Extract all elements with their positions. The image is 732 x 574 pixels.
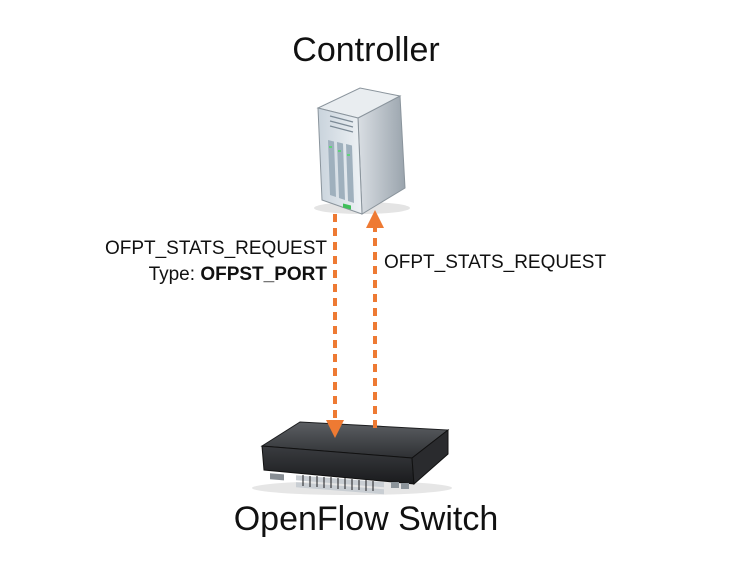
reply-arrow bbox=[366, 210, 384, 428]
switch-label: OpenFlow Switch bbox=[233, 500, 499, 538]
request-arrow bbox=[326, 214, 344, 438]
request-down-line1: OFPT_STATS_REQUEST bbox=[104, 238, 327, 259]
request-down-type-value: OFPST_PORT bbox=[200, 264, 327, 285]
network-switch-icon bbox=[252, 421, 452, 495]
request-down-type-line: Type: OFPST_PORT bbox=[105, 262, 327, 288]
server-tower-icon bbox=[314, 87, 410, 215]
request-down-label: OFPT_STATS_REQUEST Type: OFPST_PORT bbox=[105, 236, 327, 288]
controller-label: Controller bbox=[292, 31, 440, 69]
request-down-type-prefix: Type: bbox=[148, 264, 201, 285]
reply-up-label: OFPT_STATS_REQUEST bbox=[384, 252, 607, 273]
